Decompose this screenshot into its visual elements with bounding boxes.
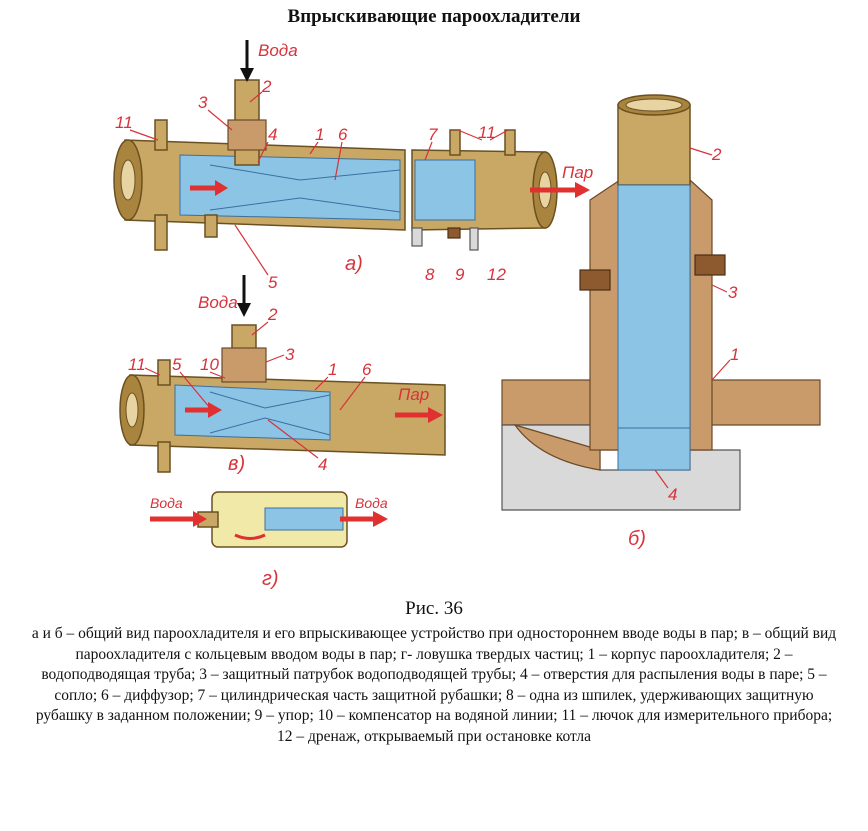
label-10-v: 10 [200,355,219,374]
label-2-v: 2 [267,305,278,324]
label-a: а) [345,253,363,275]
label-5-a: 5 [268,273,278,292]
drawing-a [113,40,590,251]
label-water-v: Вода [198,293,238,312]
label-4-b: 4 [668,485,677,504]
label-1-a: 1 [315,125,324,144]
label-water-g-out: Вода [355,495,388,511]
drawing-g [150,491,388,548]
label-8-a: 8 [425,265,435,284]
label-6-a: 6 [338,125,348,144]
figure-number: Рис. 36 [405,598,463,619]
label-3-v: 3 [285,345,295,364]
label-11-v: 11 [128,355,146,374]
label-11-a: 11 [115,113,133,132]
drawing-v [119,275,446,473]
page-title: Впрыскивающие пароохладители [287,6,581,27]
label-11-a2: 11 [478,123,496,142]
label-4-v: 4 [318,455,327,474]
label-water-a: Вода [258,41,298,60]
label-steam-v: Пар [398,385,429,404]
drawing-b [501,94,821,511]
figure-caption: а и б – общий вид пароохладителя и его в… [31,625,837,745]
label-7-a: 7 [428,125,438,144]
label-4-a: 4 [268,125,277,144]
label-1-b: 1 [730,345,739,364]
label-3-a: 3 [198,93,208,112]
label-v: в) [228,453,245,475]
label-12-a: 12 [487,265,506,284]
label-2-b: 2 [711,145,722,164]
label-b: б) [628,528,646,550]
label-5-v: 5 [172,355,182,374]
label-steam-a: Пар [562,163,593,182]
label-1-v: 1 [328,360,337,379]
label-2-a: 2 [261,77,272,96]
label-6-v: 6 [362,360,372,379]
label-3-b: 3 [728,283,738,302]
desuperheater-figure: Вода Пар а) 11 3 2 4 1 6 5 7 11 8 9 12 В… [113,40,821,590]
label-g: г) [262,568,279,590]
label-water-g-in: Вода [150,495,183,511]
label-9-a: 9 [455,265,465,284]
